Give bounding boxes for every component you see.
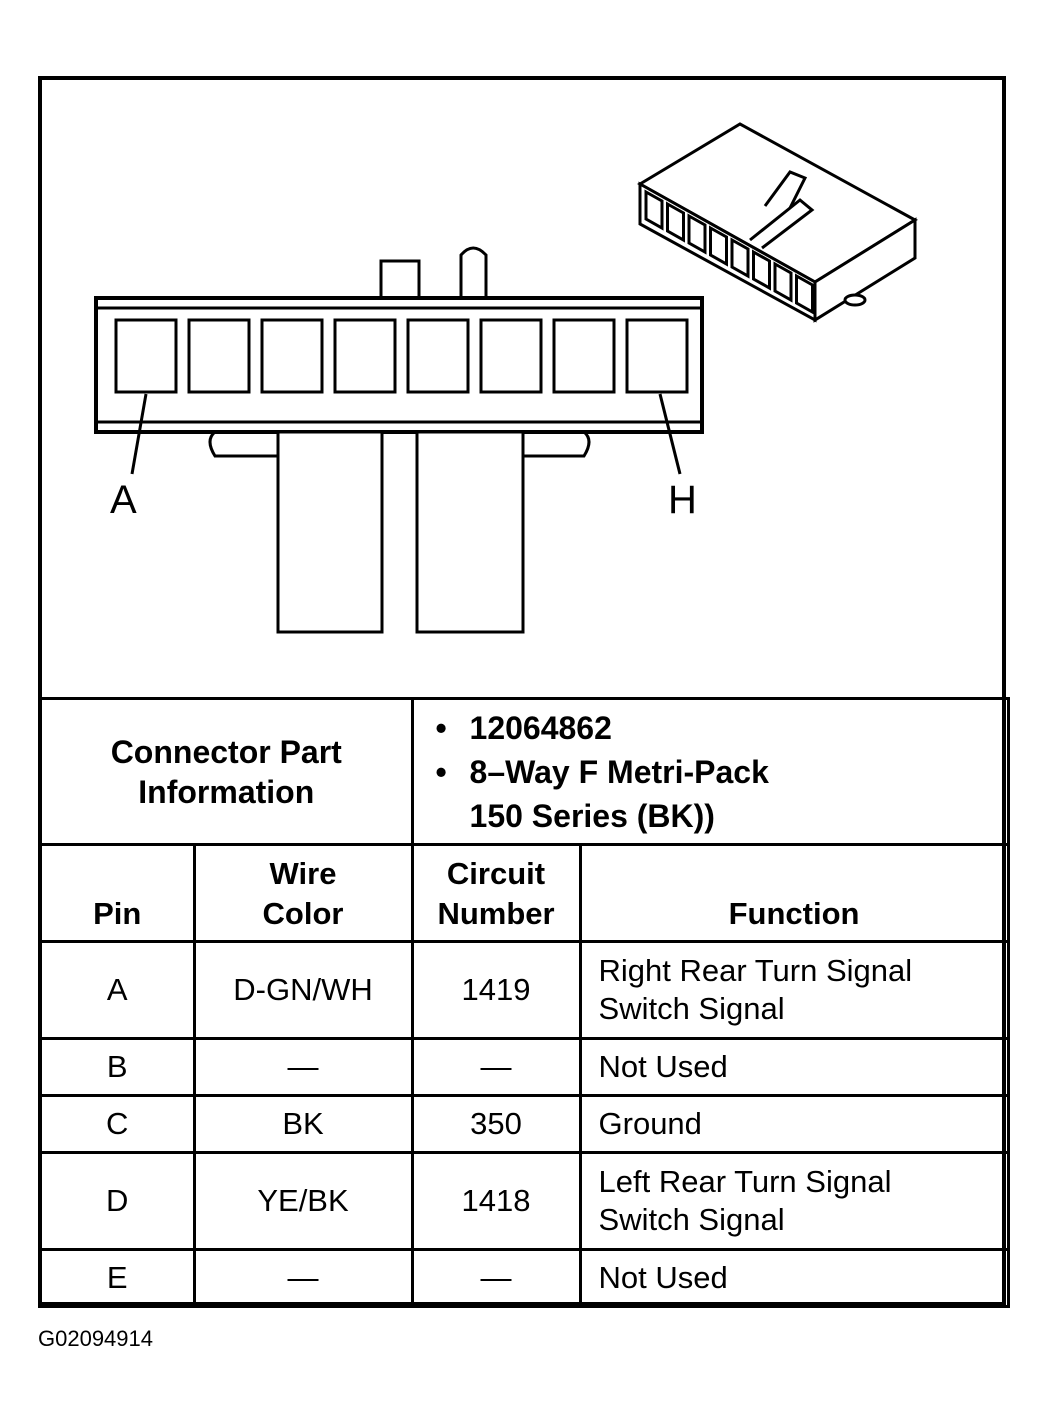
- row-function-line1: Right Rear Turn Signal: [598, 953, 913, 988]
- header-circuit-number: Circuit Number: [410, 843, 582, 943]
- connector-cavity: [479, 318, 543, 394]
- connector-description-line1: 8–Way F Metri-Pack: [469, 754, 769, 790]
- connector-description-line2: 150 Series (BK)): [469, 798, 715, 834]
- iso-cavity: [752, 249, 771, 291]
- header-wire-color: Wire Color: [192, 843, 414, 943]
- row-circuit: 1419: [410, 940, 582, 1040]
- row-function: Left Rear Turn Signal Switch Signal: [578, 1151, 1010, 1251]
- iso-cavity: [709, 225, 728, 267]
- header-circuit-line1: Circuit: [446, 856, 546, 891]
- row-wire-color: —: [192, 1248, 414, 1308]
- pin-a-label: A: [110, 478, 137, 522]
- pin-h-label: H: [668, 478, 697, 522]
- leader-line-a: [130, 393, 148, 475]
- row-wire-color: D-GN/WH: [192, 940, 414, 1040]
- iso-cavity: [773, 261, 793, 303]
- row-function: Ground: [578, 1094, 1010, 1154]
- connector-info-row: Connector Part Information 12064862 8–Wa…: [38, 697, 1010, 846]
- connector-info-label-line2: Information: [138, 773, 315, 810]
- figure-id: G02094914: [38, 1326, 153, 1351]
- row-wire-color: YE/BK: [192, 1151, 414, 1251]
- harness-right: [415, 430, 525, 634]
- connector-cavity: [114, 318, 178, 394]
- table-row: A D-GN/WH 1419 Right Rear Turn Signal Sw…: [38, 940, 1010, 1040]
- connector-description: 8–Way F Metri-Pack 150 Series (BK)): [436, 750, 1007, 838]
- table-row: C BK 350 Ground: [38, 1094, 1010, 1154]
- connector-cavity: [333, 318, 397, 394]
- table-row: D YE/BK 1418 Left Rear Turn Signal Switc…: [38, 1151, 1010, 1251]
- connector-info-details: 12064862 8–Way F Metri-Pack 150 Series (…: [410, 697, 1010, 846]
- table-row: B — — Not Used: [38, 1037, 1010, 1097]
- connector-info-label-line1: Connector Part: [110, 733, 342, 770]
- connector-drawing: [94, 122, 918, 634]
- connector-info-label: Connector Part Information: [38, 697, 414, 846]
- row-function-line2: Switch Signal: [598, 991, 785, 1026]
- header-function: Function: [578, 843, 1010, 943]
- row-circuit: —: [410, 1248, 582, 1308]
- row-pin: A: [38, 940, 196, 1040]
- connector-cavity: [625, 318, 689, 394]
- row-circuit: —: [410, 1037, 582, 1097]
- connector-cavity: [552, 318, 616, 394]
- row-function: Right Rear Turn Signal Switch Signal: [578, 940, 1010, 1040]
- connector-table: Connector Part Information 12064862 8–Wa…: [38, 697, 1010, 1308]
- iso-cavity: [644, 189, 664, 231]
- connector-left-lock: [208, 430, 280, 458]
- row-circuit: 350: [410, 1094, 582, 1154]
- iso-cavity: [795, 273, 814, 315]
- header-wire-color-line1: Wire: [269, 856, 337, 891]
- row-pin: C: [38, 1094, 196, 1154]
- iso-cavity: [666, 201, 685, 243]
- table-header-row: Pin Wire Color Circuit Number Function: [38, 843, 1010, 943]
- part-number: 12064862: [436, 706, 1007, 750]
- row-function: Not Used: [578, 1037, 1010, 1097]
- connector-cavity: [187, 318, 251, 394]
- header-circuit-line2: Number: [437, 896, 555, 931]
- row-function-line1: Left Rear Turn Signal: [598, 1164, 892, 1199]
- row-function: Not Used: [578, 1248, 1010, 1308]
- connector-right-lock: [521, 430, 591, 458]
- header-wire-color-line2: Color: [262, 896, 344, 931]
- iso-cavity: [730, 237, 750, 279]
- iso-cavity: [687, 213, 707, 255]
- connector-top-tab: [379, 259, 421, 303]
- harness-left: [276, 430, 384, 634]
- row-function-line2: Switch Signal: [598, 1202, 785, 1237]
- row-pin: B: [38, 1037, 196, 1097]
- connector-latch: [459, 246, 488, 301]
- leader-line-h: [658, 393, 682, 475]
- row-pin: D: [38, 1151, 196, 1251]
- row-pin: E: [38, 1248, 196, 1308]
- row-wire-color: —: [192, 1037, 414, 1097]
- header-pin: Pin: [38, 843, 196, 943]
- table-row: E — — Not Used: [38, 1248, 1010, 1308]
- connector-cavity: [260, 318, 324, 394]
- row-circuit: 1418: [410, 1151, 582, 1251]
- connector-cavity: [406, 318, 470, 394]
- row-wire-color: BK: [192, 1094, 414, 1154]
